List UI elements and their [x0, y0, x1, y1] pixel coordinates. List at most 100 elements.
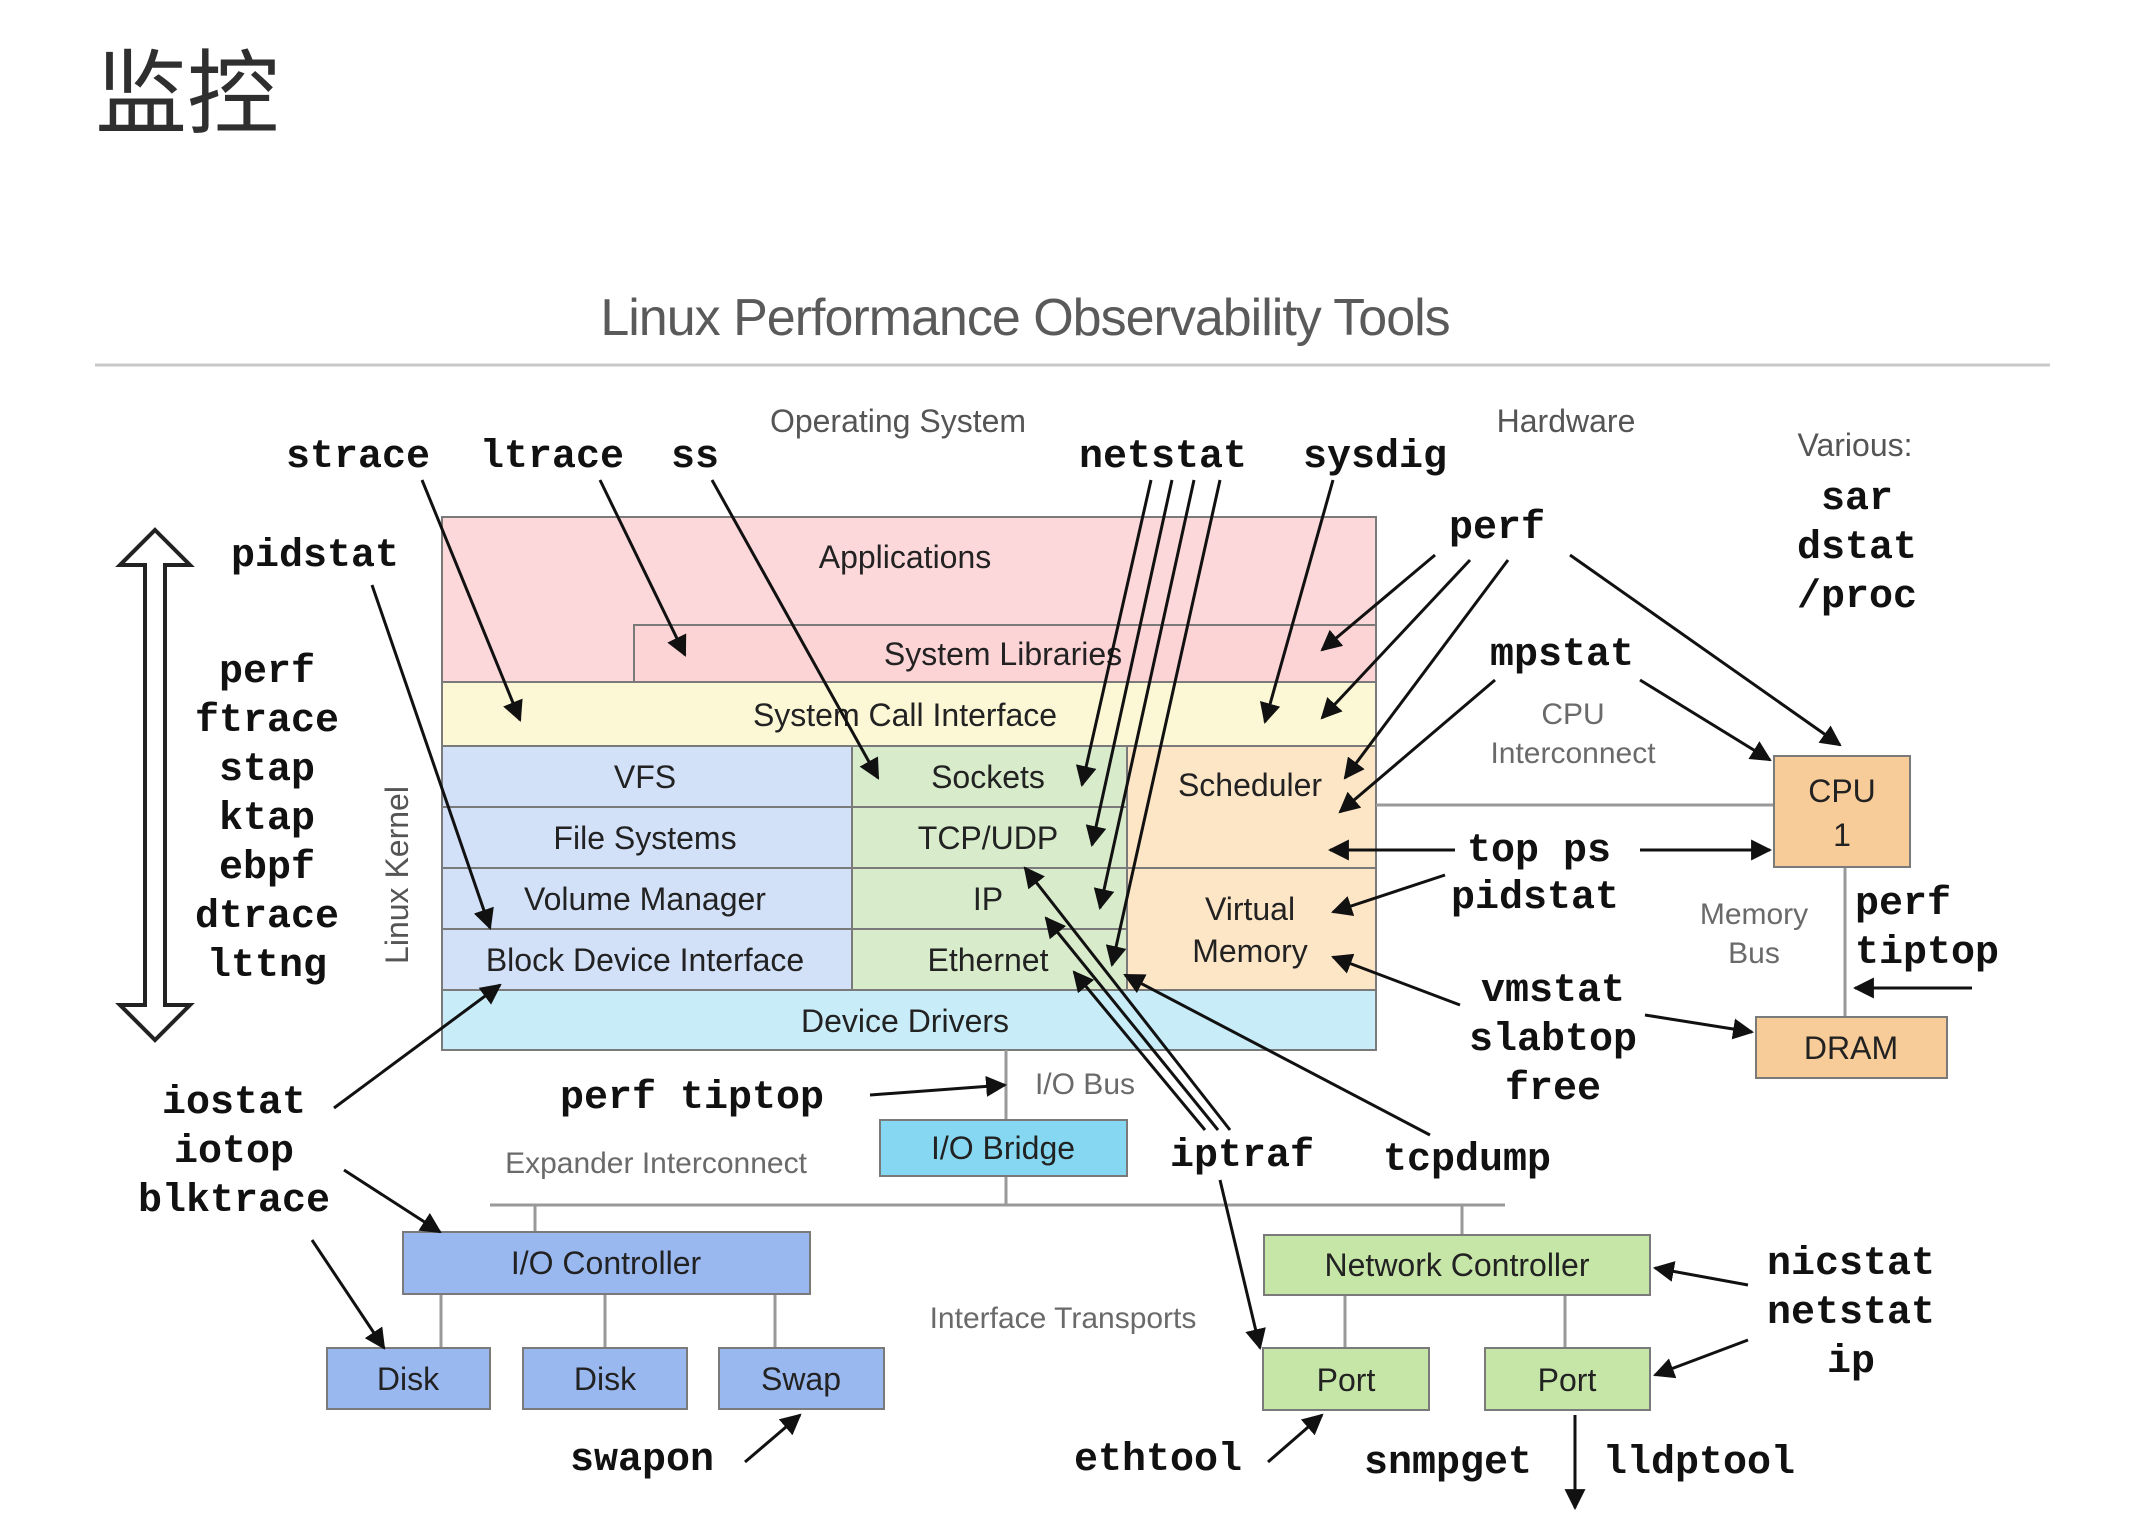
page-heading: 监控	[95, 41, 280, 148]
expander-interconnect-label: Expander Interconnect	[505, 1147, 808, 1180]
vfs-box	[441, 745, 853, 808]
virtual-memory-label-line1: Virtual	[1205, 891, 1295, 927]
os-stack	[441, 516, 1377, 1051]
arrow-tcpdump-eth	[1123, 973, 1431, 1137]
ip-box	[851, 867, 1128, 930]
tool-iptraf: iptraf	[1170, 1134, 1314, 1179]
arrow-iostat-block	[333, 983, 502, 1110]
linux-kernel-label: Linux Kernel	[379, 786, 415, 964]
port2-label: Port	[1538, 1362, 1597, 1398]
port2-box	[1484, 1347, 1651, 1411]
disk1-box	[326, 1347, 491, 1410]
tool-free: free	[1505, 1067, 1601, 1112]
network-controller-label: Network Controller	[1325, 1247, 1590, 1283]
tool-netstat-top: netstat	[1079, 435, 1247, 480]
tcp-udp-box	[851, 806, 1128, 869]
system-call-interface-label: System Call Interface	[753, 697, 1057, 733]
tool-perf-right: perf	[1855, 882, 1951, 927]
arrow-netstat-2	[1085, 479, 1174, 848]
volume-manager-box	[441, 867, 853, 930]
tool-arrows	[310, 479, 1972, 1511]
arrow-iptraf-port	[1218, 1179, 1266, 1351]
arrow-iptraf-tcp	[1023, 866, 1232, 1131]
arrow-pidstat-left	[370, 584, 494, 930]
arrow-vmstat-dram	[1644, 1013, 1755, 1040]
tool-pidstat-right: pidstat	[1451, 876, 1619, 921]
tool-lttng: lttng	[207, 944, 327, 989]
arrow-nicstat-netctl	[1652, 1261, 1749, 1287]
tool-netstat-right: netstat	[1767, 1291, 1935, 1336]
hardware-label: Hardware	[1497, 403, 1636, 439]
io-controller-label: I/O Controller	[511, 1245, 702, 1281]
port1-label: Port	[1317, 1362, 1376, 1398]
arrow-iotop-ioctl	[343, 1168, 442, 1234]
arrow-ethtool-port1	[1267, 1413, 1324, 1464]
swap-label: Swap	[761, 1361, 841, 1397]
arrow-netstat-port2	[1653, 1338, 1749, 1379]
arrow-netstat-1	[1075, 479, 1153, 788]
arrow-perf-applibs	[1320, 553, 1436, 652]
cpu-label-line1: CPU	[1808, 773, 1876, 809]
vfs-label: VFS	[614, 759, 676, 795]
file-systems-label: File Systems	[553, 820, 736, 856]
interface-transports-label: Interface Transports	[930, 1302, 1197, 1335]
arrow-sysdig	[1260, 479, 1335, 725]
volume-manager-label: Volume Manager	[524, 881, 766, 917]
tool-perf-tiptop-mid: perf tiptop	[560, 1076, 824, 1121]
arrow-mpstat-sched	[1338, 678, 1496, 814]
sockets-label: Sockets	[931, 759, 1045, 795]
various-label: Various:	[1797, 427, 1912, 463]
arrow-swapon-swap	[744, 1413, 802, 1464]
virtual-memory-label-line2: Memory	[1192, 933, 1308, 969]
tool-lldptool: lldptool	[1603, 1441, 1795, 1486]
dram-label: DRAM	[1804, 1030, 1898, 1066]
applications-label: Applications	[819, 539, 992, 575]
arrow-perf-tiptop-iobus	[869, 1075, 1008, 1097]
cpu-interconnect-label-line1: CPU	[1541, 698, 1604, 731]
tool-iostat: iostat	[162, 1081, 306, 1126]
scheduler-label: Scheduler	[1178, 767, 1322, 803]
tcp-udp-label: TCP/UDP	[918, 820, 1058, 856]
tool-iotop: iotop	[174, 1130, 294, 1175]
block-device-interface-label: Block Device Interface	[486, 942, 804, 978]
memory-bus-label-line2: Bus	[1728, 937, 1780, 970]
port1-box	[1262, 1347, 1430, 1411]
tool-perf-left: perf	[219, 650, 315, 695]
tool-tcpdump: tcpdump	[1383, 1138, 1551, 1183]
arrow-perf-cpu	[1569, 553, 1842, 747]
tool-blktrace: blktrace	[138, 1179, 330, 1224]
tool-dtrace: dtrace	[195, 895, 339, 940]
ethernet-label: Ethernet	[928, 942, 1049, 978]
arrow-ss	[710, 479, 880, 780]
arrow-pidstat-vm	[1331, 873, 1446, 917]
tool-tiptop-right: tiptop	[1855, 931, 1999, 976]
tool-ss: ss	[671, 435, 719, 480]
device-drivers-label: Device Drivers	[801, 1003, 1009, 1039]
tool-proc: /proc	[1797, 575, 1917, 620]
tool-mpstat: mpstat	[1490, 633, 1634, 678]
dram-box	[1755, 1016, 1948, 1079]
arrow-blktrace-disk	[310, 1239, 386, 1350]
arrow-mpstat-cpu	[1639, 678, 1772, 762]
arrow-perf-sched	[1343, 559, 1510, 780]
tool-ebpf: ebpf	[219, 846, 315, 891]
tool-swapon: swapon	[570, 1438, 714, 1483]
arrow-netstat-4	[1105, 479, 1222, 968]
cpu-interconnect-label-line2: Interconnect	[1490, 737, 1656, 770]
tool-snmpget: snmpget	[1364, 1441, 1532, 1486]
io-bridge-box	[879, 1119, 1128, 1177]
tool-sar: sar	[1821, 477, 1893, 522]
disk2-label: Disk	[574, 1361, 637, 1397]
os-label: Operating System	[770, 403, 1026, 439]
tool-pidstat-left: pidstat	[231, 534, 399, 579]
cpu-label-line2: 1	[1833, 817, 1851, 853]
diagram-title: Linux Performance Observability Tools	[600, 289, 1449, 347]
virtual-memory-box	[1126, 867, 1377, 991]
tool-strace: strace	[286, 435, 430, 480]
ip-label: IP	[973, 881, 1003, 917]
kernel-span-arrow	[115, 527, 195, 1043]
tool-sysdig: sysdig	[1303, 435, 1447, 480]
disk2-box	[522, 1347, 688, 1410]
tool-ethtool: ethtool	[1074, 1438, 1242, 1483]
